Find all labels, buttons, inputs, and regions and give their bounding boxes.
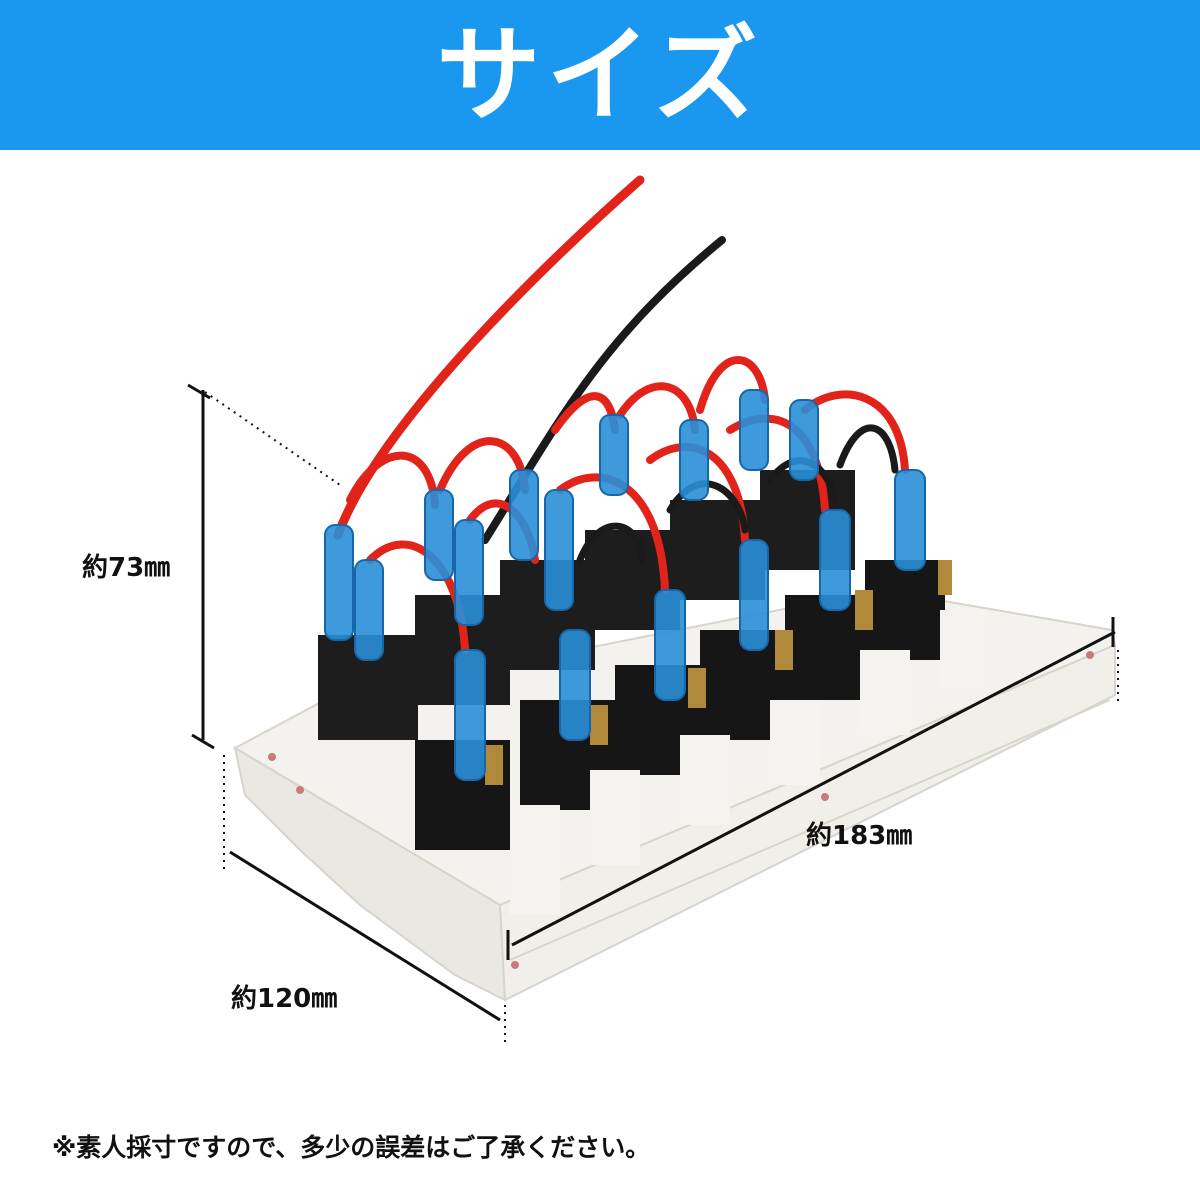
footnote: ※素人採寸ですので、多少の誤差はご了承ください。 bbox=[52, 1133, 651, 1162]
height-label: 約73㎜ bbox=[82, 553, 171, 583]
switch-row-front bbox=[415, 560, 985, 915]
width-dimension bbox=[506, 617, 1119, 960]
depth-label: 約120㎜ bbox=[231, 984, 338, 1014]
width-label: 約183㎜ bbox=[806, 821, 913, 851]
blue-terminals bbox=[324, 389, 926, 781]
title-banner: サイズ bbox=[0, 0, 1200, 150]
height-dimension bbox=[187, 383, 341, 750]
depth-dimension bbox=[223, 755, 506, 1045]
product-illustration bbox=[187, 175, 1119, 1045]
banner-title: サイズ bbox=[436, 14, 764, 136]
